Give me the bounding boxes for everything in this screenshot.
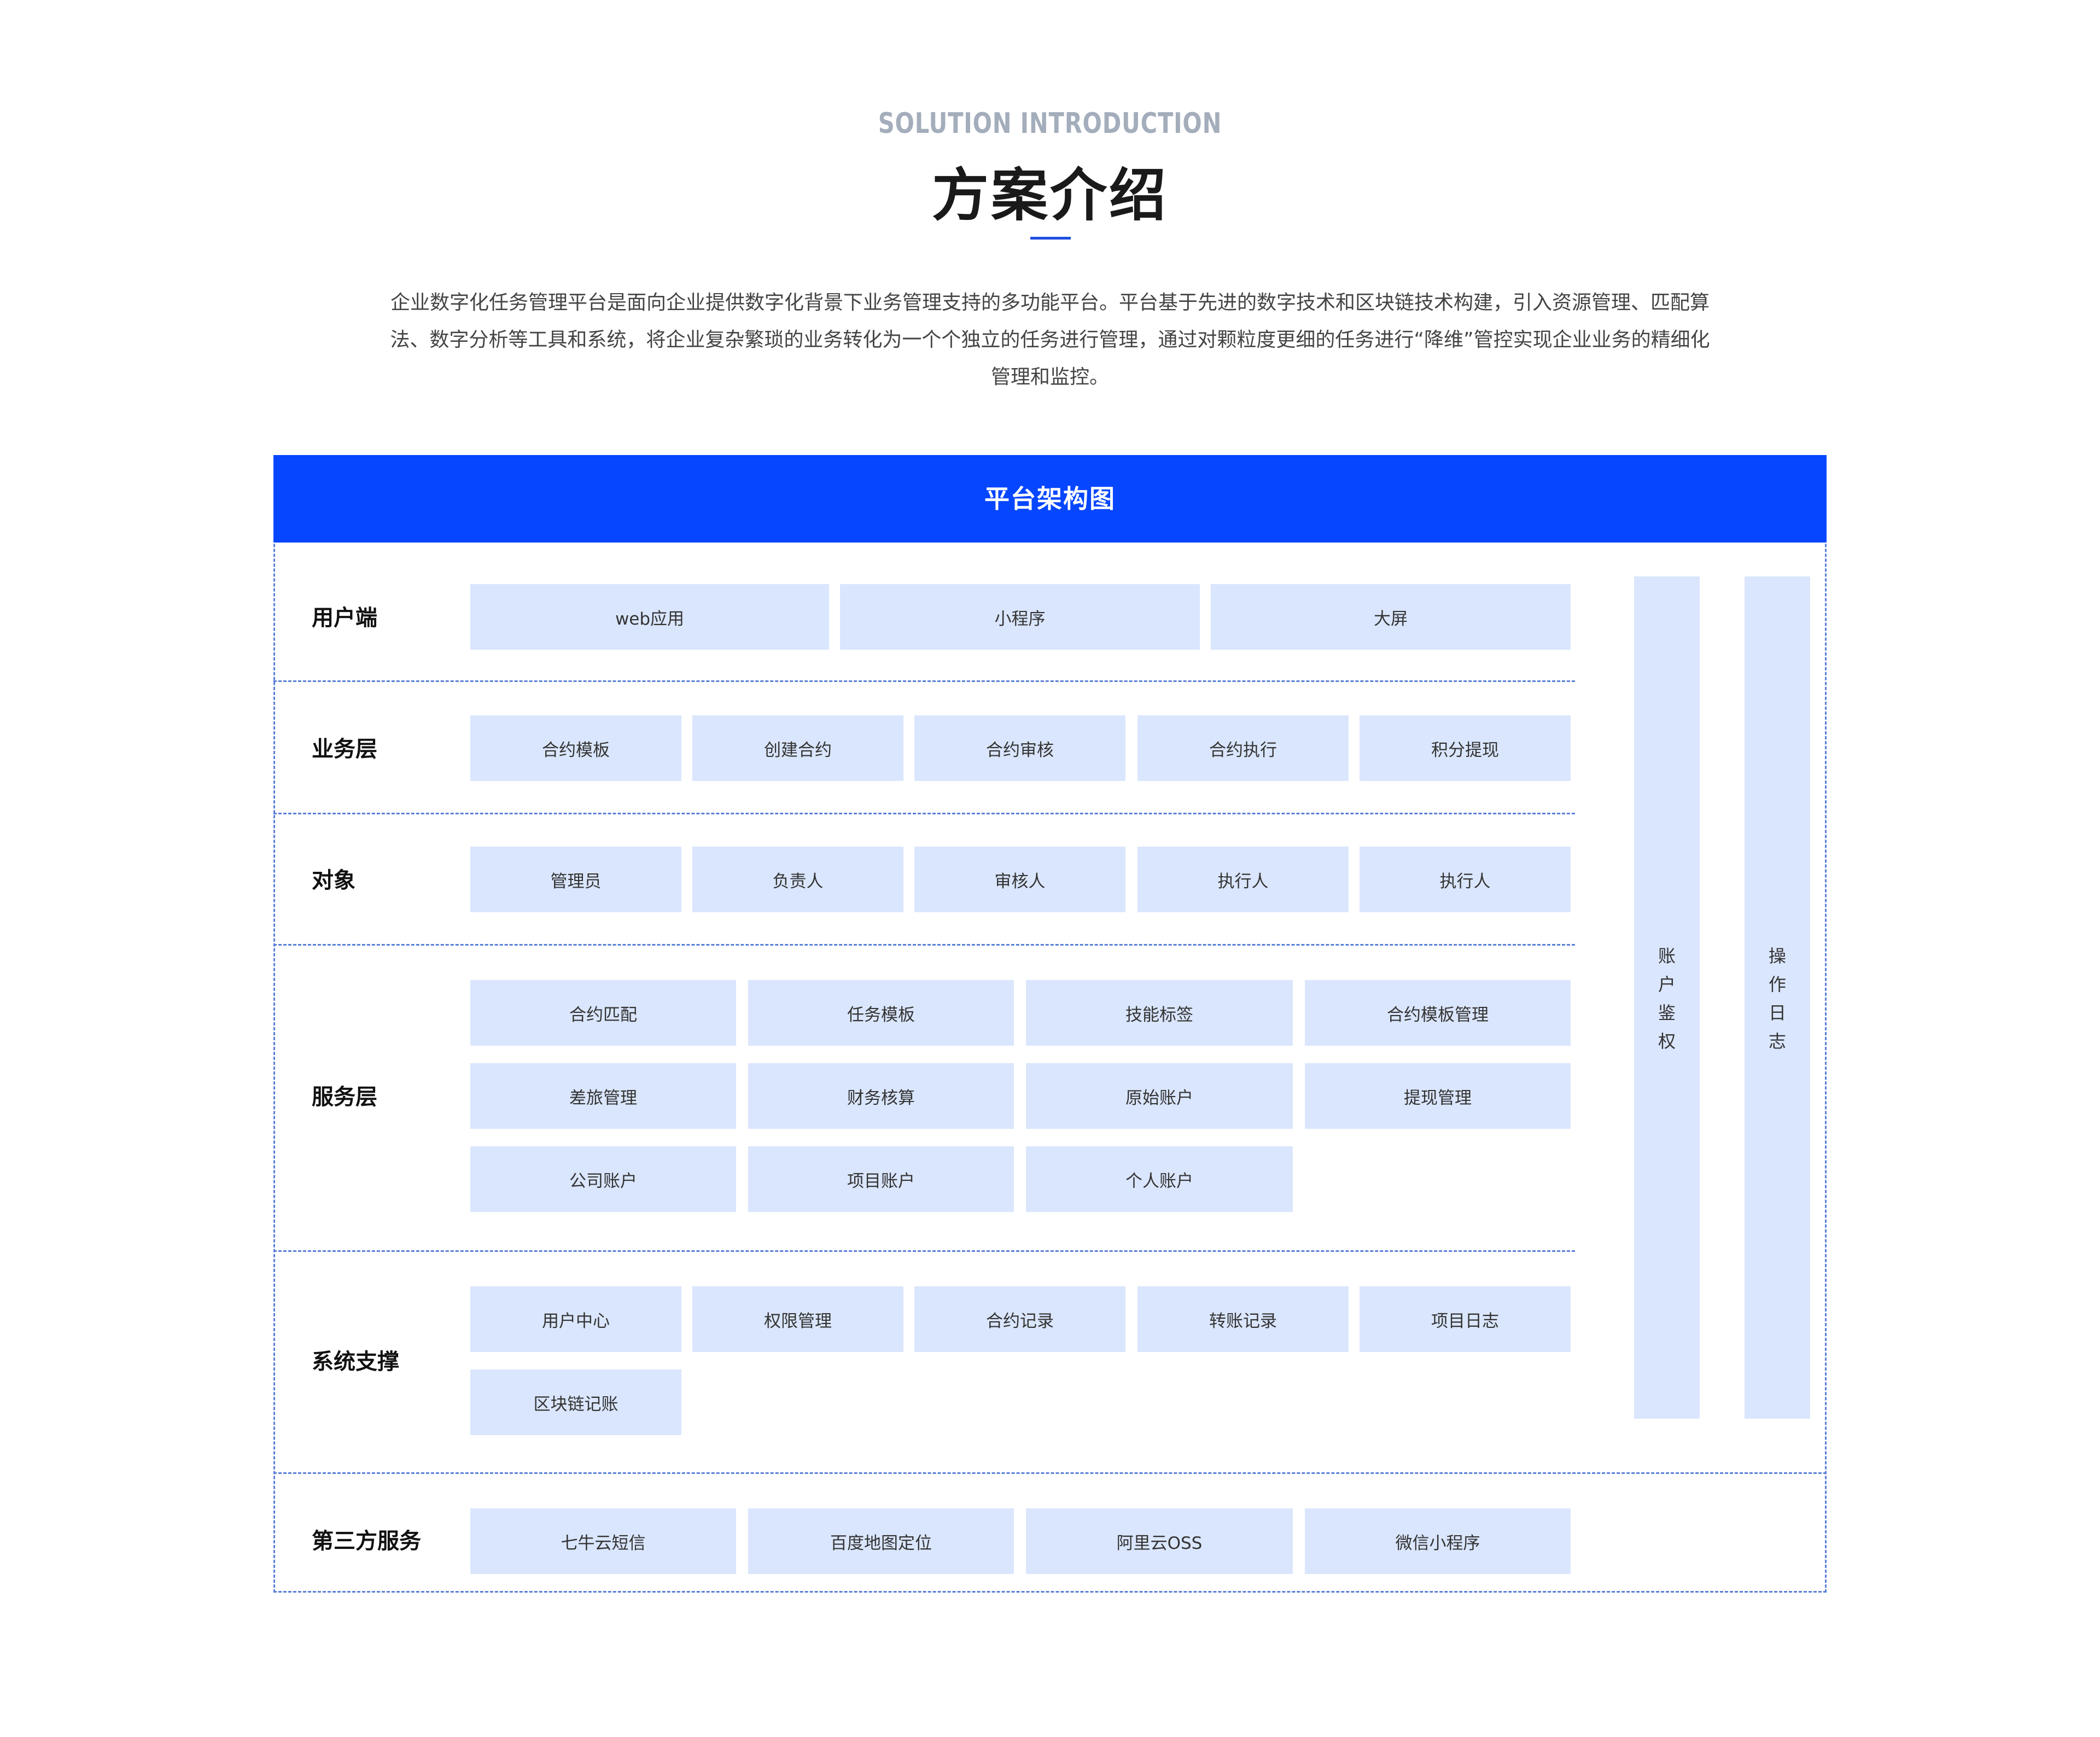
side-column-operation-log	[1745, 576, 1810, 1419]
module-cell: 用户中心	[470, 1286, 681, 1352]
module-cell: 创建合约	[692, 715, 903, 781]
module-cell: 合约匹配	[470, 980, 736, 1046]
title-underline	[1030, 237, 1071, 240]
module-cell: 转账记录	[1138, 1286, 1349, 1352]
row-label-service: 服务层	[312, 1085, 377, 1110]
side-char: 作	[1768, 974, 1786, 995]
row-divider	[273, 1472, 1827, 1474]
module-cell: 项目日志	[1360, 1286, 1571, 1352]
side-column-account-auth-label: 账 户 鉴 权	[1634, 942, 1700, 1056]
row-label-third-party: 第三方服务	[312, 1529, 421, 1554]
module-cell: 合约执行	[1138, 715, 1349, 781]
module-cell: 七牛云短信	[470, 1508, 736, 1574]
module-cell: 项目账户	[748, 1146, 1014, 1212]
module-cell: 合约记录	[914, 1286, 1125, 1352]
section-description: 企业数字化任务管理平台是面向企业提供数字化背景下业务管理支持的多功能平台。平台基…	[390, 292, 1710, 388]
side-char: 志	[1768, 1031, 1786, 1052]
module-cell: 权限管理	[692, 1286, 903, 1352]
module-cell: 财务核算	[748, 1063, 1014, 1129]
module-cell: 执行人	[1360, 847, 1571, 912]
side-char: 操	[1768, 946, 1786, 966]
module-cell: 小程序	[840, 584, 1200, 650]
module-cell: 个人账户	[1026, 1146, 1293, 1212]
module-cell: 合约审核	[914, 715, 1125, 781]
module-cell: 百度地图定位	[748, 1508, 1014, 1574]
side-char: 权	[1658, 1031, 1676, 1052]
module-cell: 技能标签	[1026, 980, 1293, 1046]
side-char: 日	[1768, 1002, 1786, 1023]
module-cell: 合约模板管理	[1305, 980, 1571, 1046]
module-cell: 原始账户	[1026, 1063, 1293, 1129]
row-divider	[273, 680, 1575, 682]
module-cell: 提现管理	[1305, 1063, 1571, 1129]
module-cell: 合约模板	[470, 715, 681, 781]
side-char: 户	[1658, 974, 1676, 995]
module-cell: 差旅管理	[470, 1063, 736, 1129]
module-cell: 微信小程序	[1305, 1508, 1571, 1574]
module-cell: 审核人	[914, 847, 1125, 912]
module-cell: 管理员	[470, 847, 681, 912]
module-cell: 任务模板	[748, 980, 1014, 1046]
row-divider	[273, 1250, 1575, 1252]
row-label-user-end: 用户端	[312, 605, 377, 631]
side-column-operation-log-label: 操 作 日 志	[1745, 942, 1810, 1056]
side-column-account-auth	[1634, 576, 1700, 1419]
row-label-system: 系统支撑	[312, 1349, 399, 1374]
section-subtitle: SOLUTION INTRODUCTION	[878, 107, 1222, 140]
diagram-title: 平台架构图	[273, 455, 1827, 543]
row-divider	[273, 944, 1575, 946]
module-cell: 执行人	[1138, 847, 1349, 912]
side-char: 鉴	[1658, 1002, 1676, 1023]
section-title: 方案介绍	[931, 162, 1168, 229]
side-char: 账	[1658, 946, 1676, 966]
module-cell: 负责人	[692, 847, 903, 912]
module-cell: 积分提现	[1360, 715, 1571, 781]
module-cell: 阿里云OSS	[1026, 1508, 1293, 1574]
module-cell: 公司账户	[470, 1146, 736, 1212]
row-divider	[273, 813, 1575, 814]
architecture-diagram	[273, 455, 1827, 1593]
row-label-objects: 对象	[312, 868, 355, 893]
module-cell: 大屏	[1211, 584, 1571, 650]
row-label-business: 业务层	[312, 737, 377, 762]
module-cell: web应用	[470, 584, 829, 650]
module-cell: 区块链记账	[470, 1369, 681, 1435]
